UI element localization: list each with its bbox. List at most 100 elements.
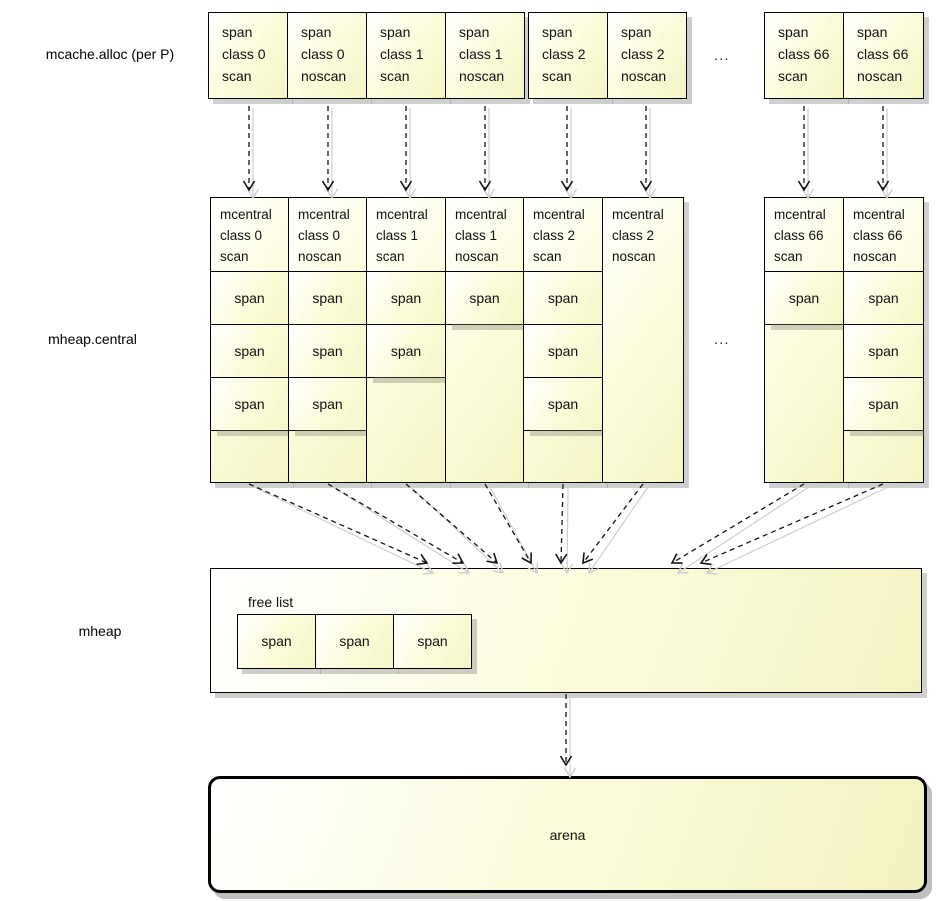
free-list-label: free list <box>248 594 294 610</box>
mcentral-column-class0-scan: mcentral class 0 scan span span span <box>210 197 289 483</box>
box-line: scan <box>542 68 572 84</box>
span-cell: span <box>844 378 924 436</box>
empty-cell <box>446 325 523 482</box>
header-line: class 2 <box>533 228 576 243</box>
empty-cell <box>367 378 445 482</box>
box-line: scan <box>778 68 808 84</box>
span-cell: span <box>289 325 366 378</box>
arrow-mheap-to-arena <box>559 694 577 779</box>
header-line: mcentral <box>774 207 826 222</box>
box-line: class 1 <box>380 46 424 62</box>
free-list-span-cell: span <box>393 614 472 669</box>
ellipsis-middle: ... <box>714 331 730 348</box>
mcentral-column-class2-noscan: mcentral class 2 noscan <box>602 197 684 483</box>
header-line: mcentral <box>376 207 428 222</box>
mcentral-column-class0-noscan: mcentral class 0 noscan span span span <box>288 197 367 483</box>
span-cell: span <box>844 272 923 325</box>
box-line: class 2 <box>621 46 665 62</box>
arrow-shadows-mcentral-to-mheap <box>253 486 889 575</box>
mcentral-header: mcentral class 0 scan <box>211 198 288 272</box>
header-line: noscan <box>612 249 656 264</box>
span-cell: span <box>367 325 446 383</box>
mcache-box-class1-noscan: span class 1 noscan <box>445 12 525 99</box>
span-cell: span <box>367 272 445 325</box>
empty-cell <box>844 431 923 482</box>
free-list-span-cell: span <box>237 614 316 669</box>
span-cell: span <box>289 378 367 436</box>
mcentral-header: mcentral class 2 scan <box>524 198 602 272</box>
header-line: mcentral <box>220 207 272 222</box>
box-line: span <box>542 24 573 40</box>
empty-cell <box>765 325 843 482</box>
header-line: mcentral <box>533 207 585 222</box>
header-line: scan <box>533 249 562 264</box>
box-line: scan <box>222 68 252 84</box>
box-line: noscan <box>301 68 347 84</box>
span-cell: span <box>211 272 288 325</box>
arrow-shadows-mcache-to-mcentral <box>246 108 894 200</box>
empty-cell <box>211 431 288 482</box>
span-cell: span <box>524 325 602 378</box>
box-line: span <box>778 24 809 40</box>
mcentral-column-class2-scan: mcentral class 2 scan span span span <box>523 197 603 483</box>
mcentral-header: mcentral class 66 scan <box>765 198 843 272</box>
span-cell: span <box>524 378 603 436</box>
header-line: noscan <box>298 249 342 264</box>
header-line: class 0 <box>220 228 263 243</box>
arena-label: arena <box>549 826 586 843</box>
box-line: scan <box>380 68 410 84</box>
empty-cell <box>524 431 602 482</box>
free-list-span-cell: span <box>315 614 394 669</box>
span-cell: span <box>289 272 366 325</box>
box-line: noscan <box>621 68 667 84</box>
span-cell: span <box>446 272 524 330</box>
mcache-box-class1-scan: span class 1 scan <box>366 12 446 99</box>
box-line: span <box>301 24 332 40</box>
label-mcache-alloc: mcache.alloc (per P) <box>45 46 175 62</box>
arrows-mcentral-to-mheap <box>248 483 884 566</box>
mcentral-column-class66-noscan: mcentral class 66 noscan span span span <box>843 197 924 483</box>
mcentral-header: mcentral class 0 noscan <box>289 198 366 272</box>
header-line: noscan <box>455 249 499 264</box>
box-line: class 0 <box>222 46 266 62</box>
box-line: noscan <box>857 68 903 84</box>
free-list-row: span span span <box>237 614 472 669</box>
arena-box: arena <box>208 776 927 893</box>
mcache-box-class0-noscan: span class 0 noscan <box>287 12 367 99</box>
box-line: span <box>222 24 253 40</box>
span-cell: span <box>211 325 288 378</box>
mcache-box-class66-scan: span class 66 scan <box>764 12 844 99</box>
header-line: noscan <box>853 249 897 264</box>
box-line: class 1 <box>459 46 503 62</box>
box-line: span <box>459 24 490 40</box>
arrows-mcache-to-mcentral <box>242 106 890 192</box>
empty-cell <box>603 272 683 482</box>
span-cell: span <box>765 272 844 330</box>
mcentral-header: mcentral class 2 noscan <box>603 198 683 272</box>
header-line: mcentral <box>853 207 905 222</box>
mcache-box-class2-noscan: span class 2 noscan <box>607 12 687 99</box>
mcache-box-class66-noscan: span class 66 noscan <box>843 12 924 99</box>
mcentral-header: mcentral class 1 noscan <box>446 198 523 272</box>
span-cell: span <box>524 272 602 325</box>
header-line: mcentral <box>612 207 664 222</box>
mcentral-column-class66-scan: mcentral class 66 scan span <box>764 197 844 483</box>
box-line: span <box>857 24 888 40</box>
box-line: class 66 <box>857 46 909 62</box>
header-line: class 1 <box>455 228 498 243</box>
box-line: noscan <box>459 68 505 84</box>
header-line: class 2 <box>612 228 655 243</box>
mcache-box-class0-scan: span class 0 scan <box>208 12 288 99</box>
mcentral-column-class1-noscan: mcentral class 1 noscan span <box>445 197 524 483</box>
box-line: class 2 <box>542 46 586 62</box>
header-line: scan <box>774 249 803 264</box>
box-line: class 0 <box>301 46 345 62</box>
header-line: class 0 <box>298 228 341 243</box>
label-mheap-central: mheap.central <box>48 331 137 347</box>
empty-cell <box>289 431 366 482</box>
mheap-box: free list span span span <box>210 568 922 693</box>
header-line: mcentral <box>455 207 507 222</box>
box-line: class 66 <box>778 46 830 62</box>
box-line: span <box>380 24 411 40</box>
